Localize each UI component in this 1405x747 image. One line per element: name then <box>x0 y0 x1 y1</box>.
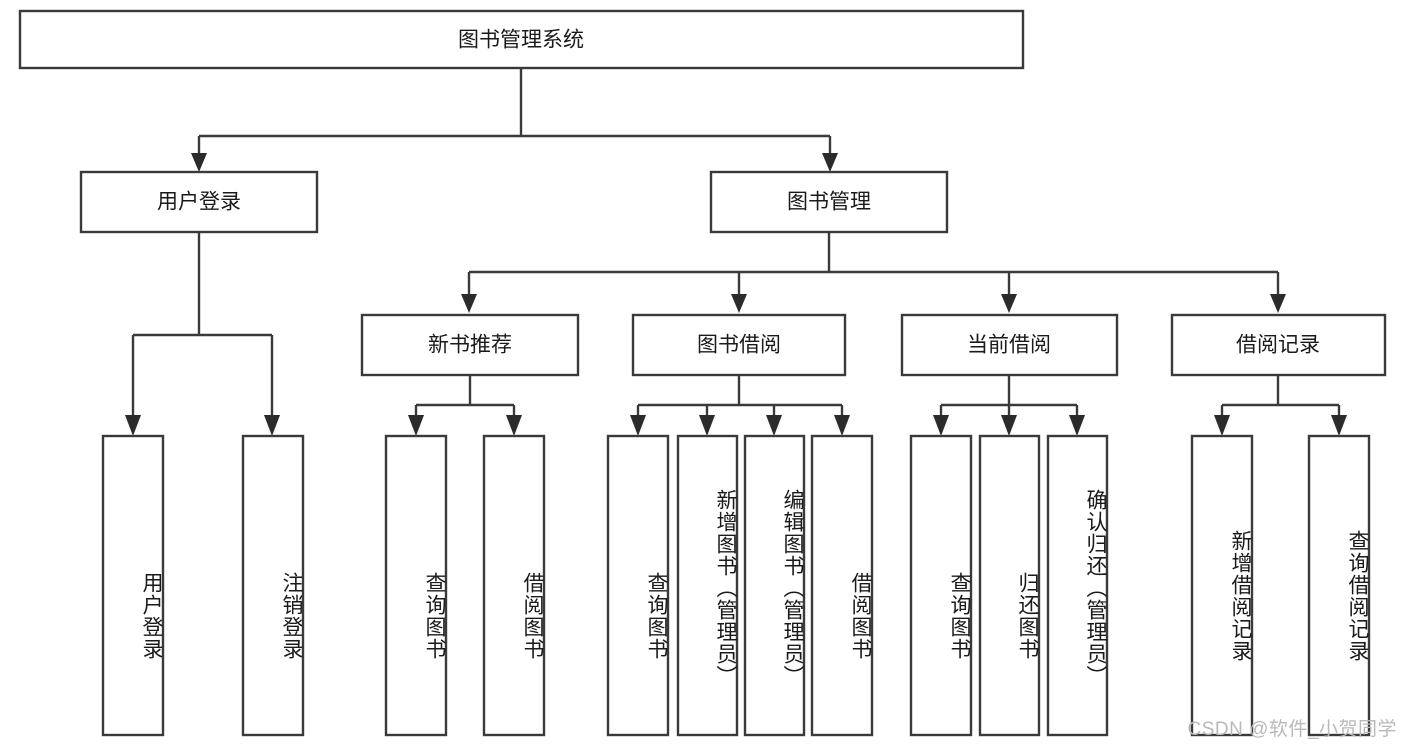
arrow-to-leaf-user-login <box>125 415 141 436</box>
arrow-to-current-borrow <box>1001 294 1017 313</box>
node-current-borrow-box[interactable] <box>900 313 1119 377</box>
leaf-box-borrow-book-2[interactable] <box>810 434 874 737</box>
arrow-to-book-borrow <box>731 294 747 313</box>
node-user-login-box[interactable] <box>79 170 319 234</box>
node-new-book-recommend[interactable]: 新书推荐 <box>360 313 580 377</box>
connector-borrow-record-to-leaves <box>1214 375 1347 436</box>
node-user-login-label: 用户登录 <box>157 191 241 214</box>
leaf-box-edit-book[interactable] <box>743 434 806 737</box>
node-root-box[interactable] <box>18 9 1025 70</box>
arrow-to-new-book-recommend <box>461 294 477 313</box>
node-user-login[interactable]: 用户登录 <box>79 170 319 234</box>
leaf-box-return-book[interactable] <box>978 434 1041 737</box>
node-current-borrow-label: 当前借阅 <box>967 334 1051 357</box>
node-borrow-record[interactable]: 借阅记录 <box>1170 313 1387 377</box>
leaf-box-user-logout[interactable] <box>241 434 305 737</box>
leaf-box-confirm-return[interactable] <box>1046 434 1109 737</box>
connector-user-login-to-leaves <box>125 232 280 436</box>
arrow-to-user-login <box>191 153 207 172</box>
connector-book-management-to-level3 <box>461 232 1286 313</box>
node-current-borrow[interactable]: 当前借阅 <box>900 313 1119 377</box>
leaf-box-user-login[interactable] <box>101 434 165 737</box>
node-book-management-label: 图书管理 <box>787 191 871 214</box>
arrow-to-leaf-user-logout <box>264 415 280 436</box>
leaf-box-query-book-3[interactable] <box>909 434 973 737</box>
node-book-borrow-label: 图书借阅 <box>697 334 781 357</box>
leaf-box-query-book-1[interactable] <box>384 434 448 737</box>
node-root-label: 图书管理系统 <box>458 29 584 52</box>
leaf-box-query-book-2[interactable] <box>606 434 670 737</box>
connector-root-to-level2 <box>191 68 838 172</box>
node-root[interactable]: 图书管理系统 <box>18 9 1025 70</box>
node-book-borrow[interactable]: 图书借阅 <box>631 313 847 377</box>
leaf-box-borrow-book-1[interactable] <box>482 434 546 737</box>
csdn-watermark: CSDN @软件_小贺同学 <box>1187 719 1397 740</box>
leaf-box-query-record[interactable] <box>1307 434 1371 737</box>
connector-new-book-recommend-to-leaves <box>408 375 522 436</box>
connector-current-borrow-to-leaves <box>933 375 1085 436</box>
leaf-box-add-record[interactable] <box>1190 434 1254 737</box>
node-book-management[interactable]: 图书管理 <box>709 170 949 234</box>
arrow-to-book-management <box>822 153 838 172</box>
node-new-book-recommend-box[interactable] <box>360 313 580 377</box>
connector-book-borrow-to-leaves <box>630 375 850 436</box>
node-new-book-recommend-label: 新书推荐 <box>428 334 512 357</box>
arrow-to-borrow-record <box>1270 294 1286 313</box>
leaf-box-add-book[interactable] <box>676 434 739 737</box>
node-borrow-record-label: 借阅记录 <box>1236 334 1320 357</box>
